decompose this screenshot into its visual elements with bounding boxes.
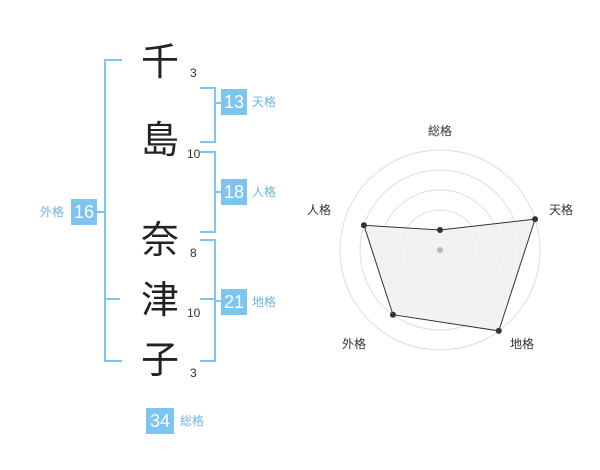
soukaku-value-badge: 34 xyxy=(146,408,174,434)
gaikaku-label: 外格 xyxy=(40,205,65,219)
radar-point xyxy=(360,222,367,229)
radar-point xyxy=(532,216,539,223)
stroke-count-4: 10 xyxy=(187,306,201,320)
jinkaku-label: 人格 xyxy=(252,185,277,199)
name-char-5: 子 xyxy=(140,338,179,382)
chikaku-label: 地格 xyxy=(252,295,277,309)
tenkaku-value-badge: 13 xyxy=(221,89,247,115)
radar-label-chikaku: 地格 xyxy=(510,337,535,351)
stroke-count-2: 10 xyxy=(187,147,201,161)
radar-area xyxy=(363,218,536,332)
stroke-count-1: 3 xyxy=(190,66,197,80)
soukaku-label: 総格 xyxy=(180,414,205,428)
fortune-radar-chart xyxy=(339,149,541,351)
radar-label-soukaku: 総格 xyxy=(428,124,453,138)
name-char-2: 島 xyxy=(140,118,179,162)
tenkaku-bracket xyxy=(200,87,216,143)
chikaku-divider xyxy=(200,298,214,300)
stroke-count-3: 8 xyxy=(190,246,197,260)
chikaku-connector xyxy=(214,300,222,302)
jinkaku-value-badge: 18 xyxy=(221,179,247,205)
tenkaku-label: 天格 xyxy=(252,95,277,109)
name-char-3: 奈 xyxy=(140,218,179,262)
stroke-count-5: 3 xyxy=(190,366,197,380)
chikaku-value-badge: 21 xyxy=(221,289,247,315)
name-char-1: 千 xyxy=(140,40,179,84)
radar-point xyxy=(437,227,443,233)
radar-label-tenkaku: 天格 xyxy=(549,203,574,217)
radar-center-dot xyxy=(437,247,443,253)
tenkaku-connector xyxy=(214,102,222,104)
radar-grid-ring xyxy=(339,149,541,351)
radar-point xyxy=(389,311,396,318)
name-char-4: 津 xyxy=(140,278,179,322)
gaikaku-value-badge: 16 xyxy=(71,199,97,225)
radar-label-gaikaku: 外格 xyxy=(342,337,367,351)
radar-point xyxy=(495,327,502,334)
gaikaku-divider xyxy=(104,298,120,300)
gaikaku-connector xyxy=(97,211,105,213)
jinkaku-connector xyxy=(214,191,222,193)
gaikaku-bracket xyxy=(104,59,122,362)
radar-label-jinkaku: 人格 xyxy=(307,203,332,217)
